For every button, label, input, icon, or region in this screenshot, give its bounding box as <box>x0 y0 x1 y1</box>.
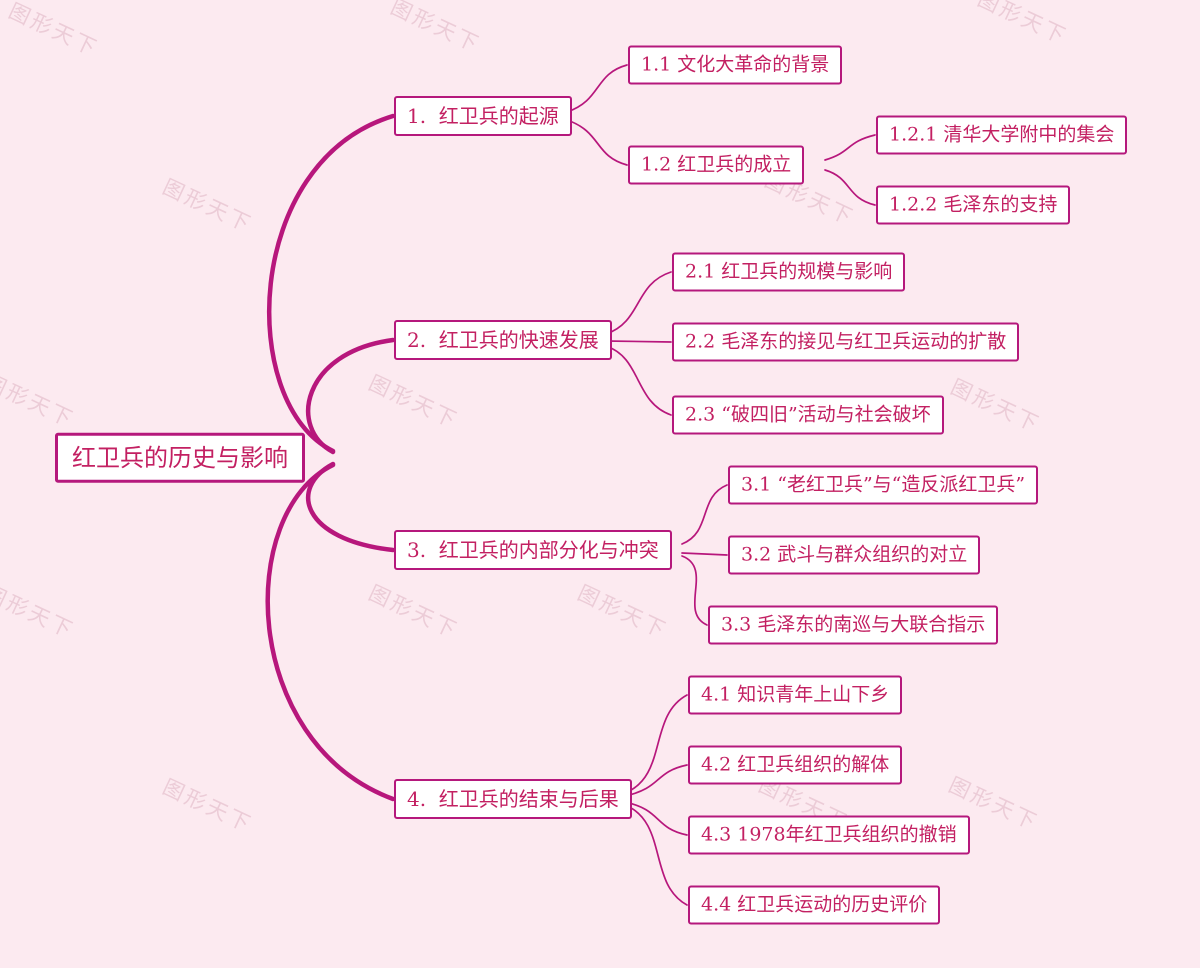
edge-4-4.3 <box>624 801 688 836</box>
edge-1.2-1.2.1 <box>824 134 876 161</box>
edge-1-1.1 <box>566 64 628 113</box>
edge-1-1.2 <box>566 119 628 166</box>
node-1-1[interactable]: 1.1 文化大革命的背景 <box>628 45 843 85</box>
node-1-2-1[interactable]: 1.2.1 清华大学附中的集会 <box>876 115 1128 155</box>
node-3-2[interactable]: 3.2 武斗与群众组织的对立 <box>728 535 981 575</box>
edge-root-branch3 <box>306 461 396 553</box>
edge-root-branch2 <box>306 337 396 455</box>
node-4-3[interactable]: 4.3 1978年红卫兵组织的撤销 <box>688 815 970 855</box>
node-1[interactable]: 1. 红卫兵的起源 <box>394 96 572 136</box>
edge-4-4.1 <box>624 694 688 794</box>
node-1-2-2[interactable]: 1.2.2 毛泽东的支持 <box>876 185 1071 225</box>
node-2-3[interactable]: 2.3 “破四旧”活动与社会破坏 <box>672 395 944 435</box>
edge-1.2-1.2.2 <box>824 169 876 206</box>
node-3[interactable]: 3. 红卫兵的内部分化与冲突 <box>394 530 672 570</box>
node-4[interactable]: 4. 红卫兵的结束与后果 <box>394 779 632 819</box>
edge-4-4.4 <box>624 804 688 906</box>
node-4-4[interactable]: 4.4 红卫兵运动的历史评价 <box>688 885 941 925</box>
node-2[interactable]: 2. 红卫兵的快速发展 <box>394 320 612 360</box>
node-3-1[interactable]: 3.1 “老红卫兵”与“造反派红卫兵” <box>728 465 1039 505</box>
edge-2-2.2 <box>605 340 672 343</box>
node-2-1[interactable]: 2.1 红卫兵的规模与影响 <box>672 252 906 292</box>
edge-3-3.2 <box>681 552 728 556</box>
node-2-2[interactable]: 2.2 毛泽东的接见与红卫兵运动的扩散 <box>672 322 1020 362</box>
node-3-3[interactable]: 3.3 毛泽东的南巡与大联合指示 <box>708 605 999 645</box>
edge-2-2.1 <box>605 271 672 335</box>
edge-root-branch1 <box>266 113 396 454</box>
edge-3-3.1 <box>681 484 728 545</box>
edge-root-branch4 <box>265 462 396 802</box>
node-root[interactable]: 红卫兵的历史与影响 <box>55 432 305 484</box>
edge-4-4.2 <box>624 764 688 797</box>
edge-3-3.3 <box>681 555 708 626</box>
edge-2-2.3 <box>605 345 672 416</box>
node-4-1[interactable]: 4.1 知识青年上山下乡 <box>688 675 903 715</box>
node-1-2[interactable]: 1.2 红卫兵的成立 <box>628 145 805 185</box>
node-4-2[interactable]: 4.2 红卫兵组织的解体 <box>688 745 903 785</box>
